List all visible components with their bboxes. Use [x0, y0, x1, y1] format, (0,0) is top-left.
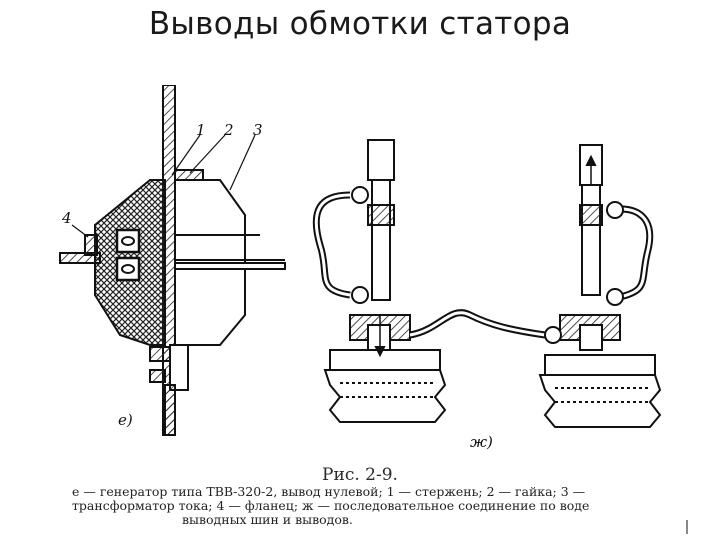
- nut-2: [174, 169, 204, 181]
- caption-text: е — генератор типа ТВВ-320-2, вывод нуле…: [72, 485, 672, 527]
- caption-line-2: трансформатор тока; 4 — фланец; ж — посл…: [72, 498, 590, 513]
- label-4: 4: [61, 209, 72, 227]
- slide-title: Выводы обмотки статора: [148, 6, 572, 42]
- winding-top: [115, 228, 141, 254]
- label-2: 2: [223, 121, 234, 139]
- leader-lines: [71, 134, 256, 238]
- technical-drawing: 1 2 3 4 е): [59, 85, 662, 451]
- label-3: 3: [253, 121, 263, 139]
- page-edge-mark: [686, 520, 688, 534]
- caption-title: Рис. 2-9.: [322, 465, 398, 485]
- caption-line-3: выводных шин и выводов.: [182, 512, 353, 527]
- label-1: 1: [196, 121, 206, 139]
- flange-4: [59, 252, 101, 264]
- drawing-zh: [312, 139, 662, 428]
- drawing-e: [59, 85, 286, 436]
- caption-line-1: е — генератор типа ТВВ-320-2, вывод нуле…: [72, 484, 586, 499]
- sub-label-zh: ж): [470, 433, 493, 451]
- sub-label-e: е): [118, 411, 133, 429]
- winding-bottom: [115, 256, 141, 282]
